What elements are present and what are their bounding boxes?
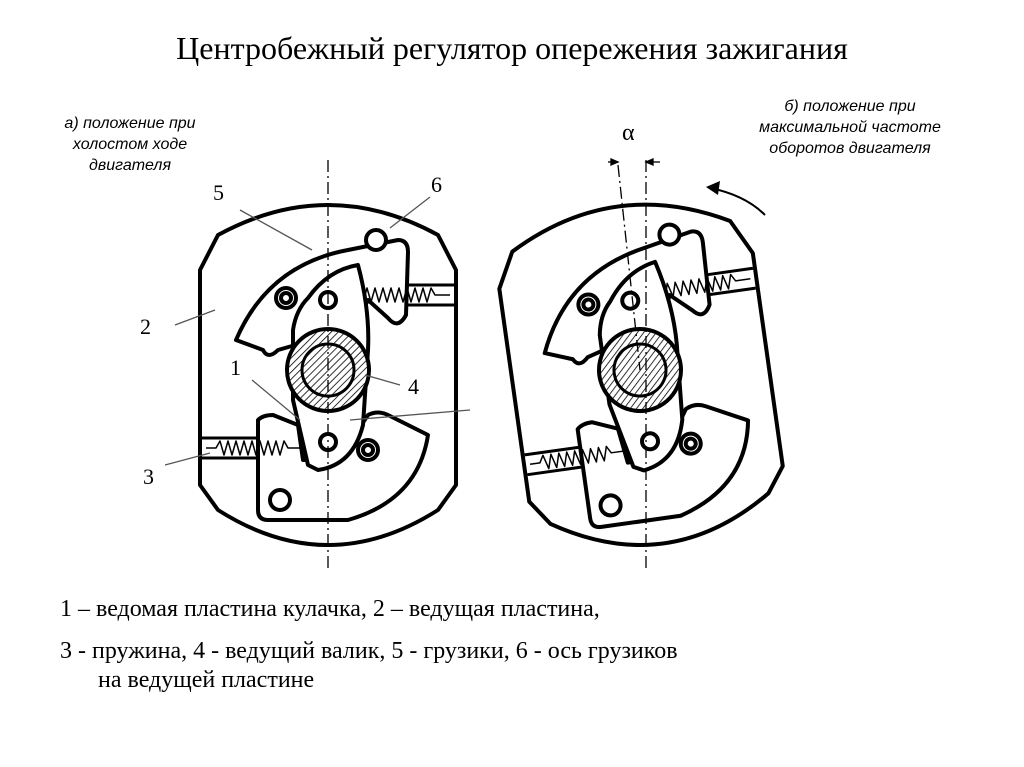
caption-max-rpm: б) положение при максимальной частоте об… bbox=[725, 96, 975, 159]
caption-line: оборотов двигателя bbox=[769, 140, 931, 157]
legend-line: 1 – ведомая пластина кулачка, 2 – ведуща… bbox=[60, 596, 600, 622]
label-3: 3 bbox=[143, 464, 154, 489]
legend: 1 – ведомая пластина кулачка, 2 – ведуща… bbox=[60, 592, 678, 692]
caption-line: двигателя bbox=[89, 157, 171, 174]
label-alpha: α bbox=[622, 120, 635, 146]
arrowhead-icon bbox=[706, 181, 720, 195]
legend-line: 3 - пружина, 4 - ведущий валик, 5 - груз… bbox=[60, 638, 678, 664]
leader-lines bbox=[164, 196, 471, 466]
slide-title: Центробежный регулятор опережения зажига… bbox=[176, 30, 848, 66]
caption-idle: а) положение при холостом ходе двигателя bbox=[20, 113, 240, 176]
regulator-idle bbox=[164, 160, 471, 570]
legend-line: на ведущей пластине bbox=[98, 667, 315, 693]
caption-line: а) положение при bbox=[64, 115, 196, 132]
caption-line: холостом ходе bbox=[72, 136, 188, 153]
label-1: 1 bbox=[230, 355, 241, 380]
label-6: 6 bbox=[431, 172, 442, 197]
caption-line: максимальной частоте bbox=[759, 119, 941, 136]
alpha-dimension bbox=[608, 158, 660, 166]
label-2: 2 bbox=[140, 314, 151, 339]
caption-line: б) положение при bbox=[784, 98, 916, 115]
label-5: 5 bbox=[213, 180, 224, 205]
rotated-axis-line bbox=[617, 164, 641, 371]
regulator-max-rpm bbox=[488, 158, 794, 570]
label-4: 4 bbox=[408, 374, 419, 399]
